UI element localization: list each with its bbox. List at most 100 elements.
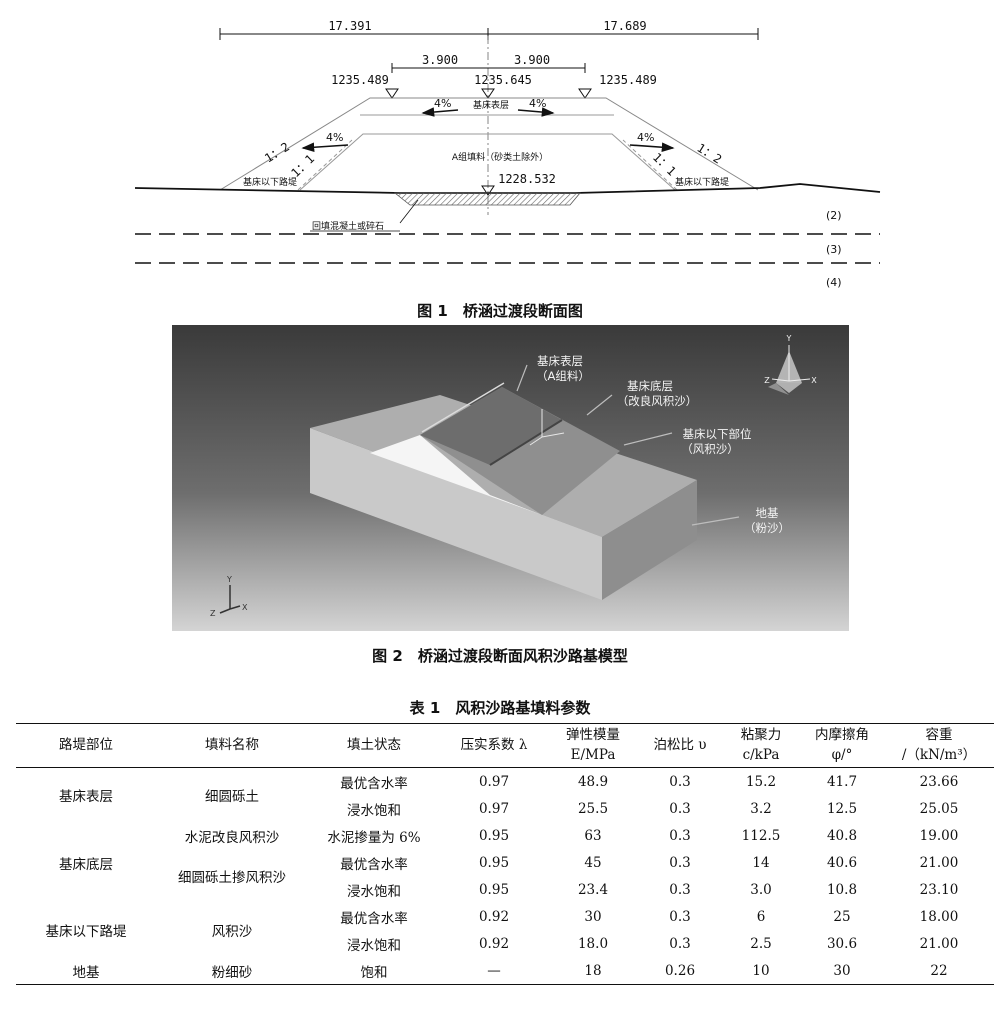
grade-arrow-left-top (421, 107, 459, 117)
cell-unit-weight: 25.05 (919, 800, 959, 817)
elevation-bottom: 1228.532 (498, 172, 556, 186)
header-unit-weight: 容重/（kN/m³） (884, 722, 994, 769)
header-friction-line2: φ/° (831, 746, 853, 763)
backfill-leader (399, 199, 419, 224)
cell-poisson: 0.3 (669, 827, 691, 844)
ground-line (134, 183, 881, 194)
cell-modulus: 30 (584, 908, 602, 925)
cell-part: 地基 (16, 957, 156, 986)
triad-y-label: Y (786, 334, 792, 343)
figure-1-caption: 图 1 桥涵过渡段断面图 (417, 302, 583, 320)
header-cohesion-line2: c/kPa (742, 746, 780, 763)
table-row: 浸水饱和 0.92 18.0 0.3 2.5 30.6 21.00 (16, 930, 994, 957)
cell-friction: 25 (833, 908, 851, 925)
slope-ratio-left-outer: 1：2 (262, 140, 292, 166)
layer-label-3: (3) (826, 243, 842, 256)
embankment-label-right: 基床以下路堤 (675, 176, 729, 188)
dim-inner-left: 3.900 (422, 53, 458, 67)
triad-z-label: Z (764, 376, 770, 385)
elevation-center: 1235.645 (474, 73, 532, 87)
label-surface-layer: 基床表层 (537, 354, 583, 368)
cell-friction: 40.6 (826, 854, 858, 871)
label-foundation: 地基 (756, 506, 779, 520)
cell-modulus: 45 (584, 854, 602, 871)
cell-state: 最优含水率 (340, 775, 408, 792)
cell-unit-weight: 19.00 (919, 827, 959, 844)
grade-arrow-right-mid (629, 142, 675, 153)
cell-poisson: 0.3 (669, 935, 691, 952)
grade-arrow-left-mid (301, 142, 349, 153)
cell-friction: 41.7 (826, 773, 858, 790)
cell-poisson: 0.3 (669, 908, 691, 925)
cell-cohesion: 3.0 (750, 881, 772, 898)
elevation-marker-right (578, 88, 592, 99)
global-axis-triad: Y X Z (210, 575, 248, 618)
table-row: 细圆砾土掺风积沙 最优含水率 0.95 45 0.3 14 40.6 21.00 (16, 849, 994, 887)
elevation-marker-center (481, 88, 495, 99)
cell-modulus: 48.9 (577, 773, 609, 790)
table-1-caption: 表 1 风积沙路基填料参数 (409, 699, 591, 717)
cell-compaction: 0.97 (478, 773, 510, 790)
header-state: 填土状态 (308, 722, 440, 769)
cell-material: 细圆砾土 (205, 789, 259, 806)
cell-compaction: — (440, 957, 548, 986)
slope-ratio-right-outer: 1：2 (694, 141, 724, 167)
backfill-area (393, 192, 581, 206)
cell-modulus: 25.5 (577, 800, 609, 817)
header-material: 填料名称 (156, 722, 308, 769)
label-surface-layer-sub: （A组料） (536, 369, 590, 383)
inner-slope-left (297, 139, 353, 191)
grade-left-mid: 4% (326, 131, 343, 144)
cell-state: 最优含水率 (340, 910, 408, 927)
header-modulus-line1: 弹性模量 (566, 727, 620, 743)
grade-left-top: 4% (434, 97, 451, 110)
figure-2-caption: 图 2 桥涵过渡段断面风积沙路基模型 (372, 647, 628, 665)
embankment-groove (489, 419, 563, 466)
cell-friction: 30 (800, 957, 884, 986)
cell-modulus: 18 (548, 957, 638, 986)
dim-inner-right: 3.900 (514, 53, 550, 67)
cell-poisson: 0.3 (669, 800, 691, 817)
cell-poisson: 0.3 (669, 773, 691, 790)
cell-compaction: 0.95 (478, 827, 510, 844)
orientation-triad: Y X Z (764, 334, 817, 395)
cell-state: 浸水饱和 (347, 883, 401, 900)
figure-2-model: 基床表层 （A组料） 基床底层 （改良风积沙） 基床以下部位 （风积沙） 地基 … (172, 325, 849, 631)
cell-material: 粉细砂 (156, 957, 308, 986)
cell-part: 基床表层 (59, 789, 113, 806)
cell-modulus: 63 (584, 827, 602, 844)
header-poisson: 泊松比 υ (638, 722, 722, 769)
cell-material: 细圆砾土掺风积沙 (178, 870, 286, 887)
header-friction-line1: 内摩擦角 (815, 727, 869, 743)
header-cohesion-line1: 粘聚力 (740, 727, 782, 743)
embankment-white-face (370, 435, 542, 515)
table-row: 地基 粉细砂 饱和 — 18 0.26 10 30 22 (16, 957, 994, 986)
fill-top-line (299, 133, 676, 191)
grade-right-top: 4% (529, 97, 546, 110)
foundation-front (310, 428, 602, 600)
cell-poisson: 0.3 (669, 881, 691, 898)
cell-unit-weight: 23.66 (919, 773, 959, 790)
inner-dimension-line (391, 63, 586, 73)
embankment-outline (219, 97, 759, 191)
cell-cohesion: 15.2 (745, 773, 777, 790)
top-dimension-line (219, 28, 759, 40)
grade-right-mid: 4% (637, 131, 654, 144)
cell-compaction: 0.92 (478, 935, 510, 952)
cell-cohesion: 2.5 (750, 935, 772, 952)
cell-material: 水泥改良风积沙 (184, 829, 280, 846)
cell-friction: 10.8 (826, 881, 858, 898)
global-z-label: Z (210, 609, 216, 618)
inner-slope-right (622, 139, 678, 191)
header-weight-line2: /（kN/m³） (901, 746, 977, 763)
cell-unit-weight: 18.00 (919, 908, 959, 925)
cell-cohesion: 112.5 (741, 827, 781, 844)
slope-ratio-left-inner: 1：1 (288, 152, 317, 180)
cell-state: 浸水饱和 (347, 802, 401, 819)
global-x-label: X (242, 603, 248, 612)
label-foundation-sub: （粉沙） (744, 521, 790, 535)
cell-state: 水泥掺量为 6% (327, 829, 421, 846)
cell-friction: 30.6 (826, 935, 858, 952)
grade-arrow-right-top (517, 107, 555, 117)
